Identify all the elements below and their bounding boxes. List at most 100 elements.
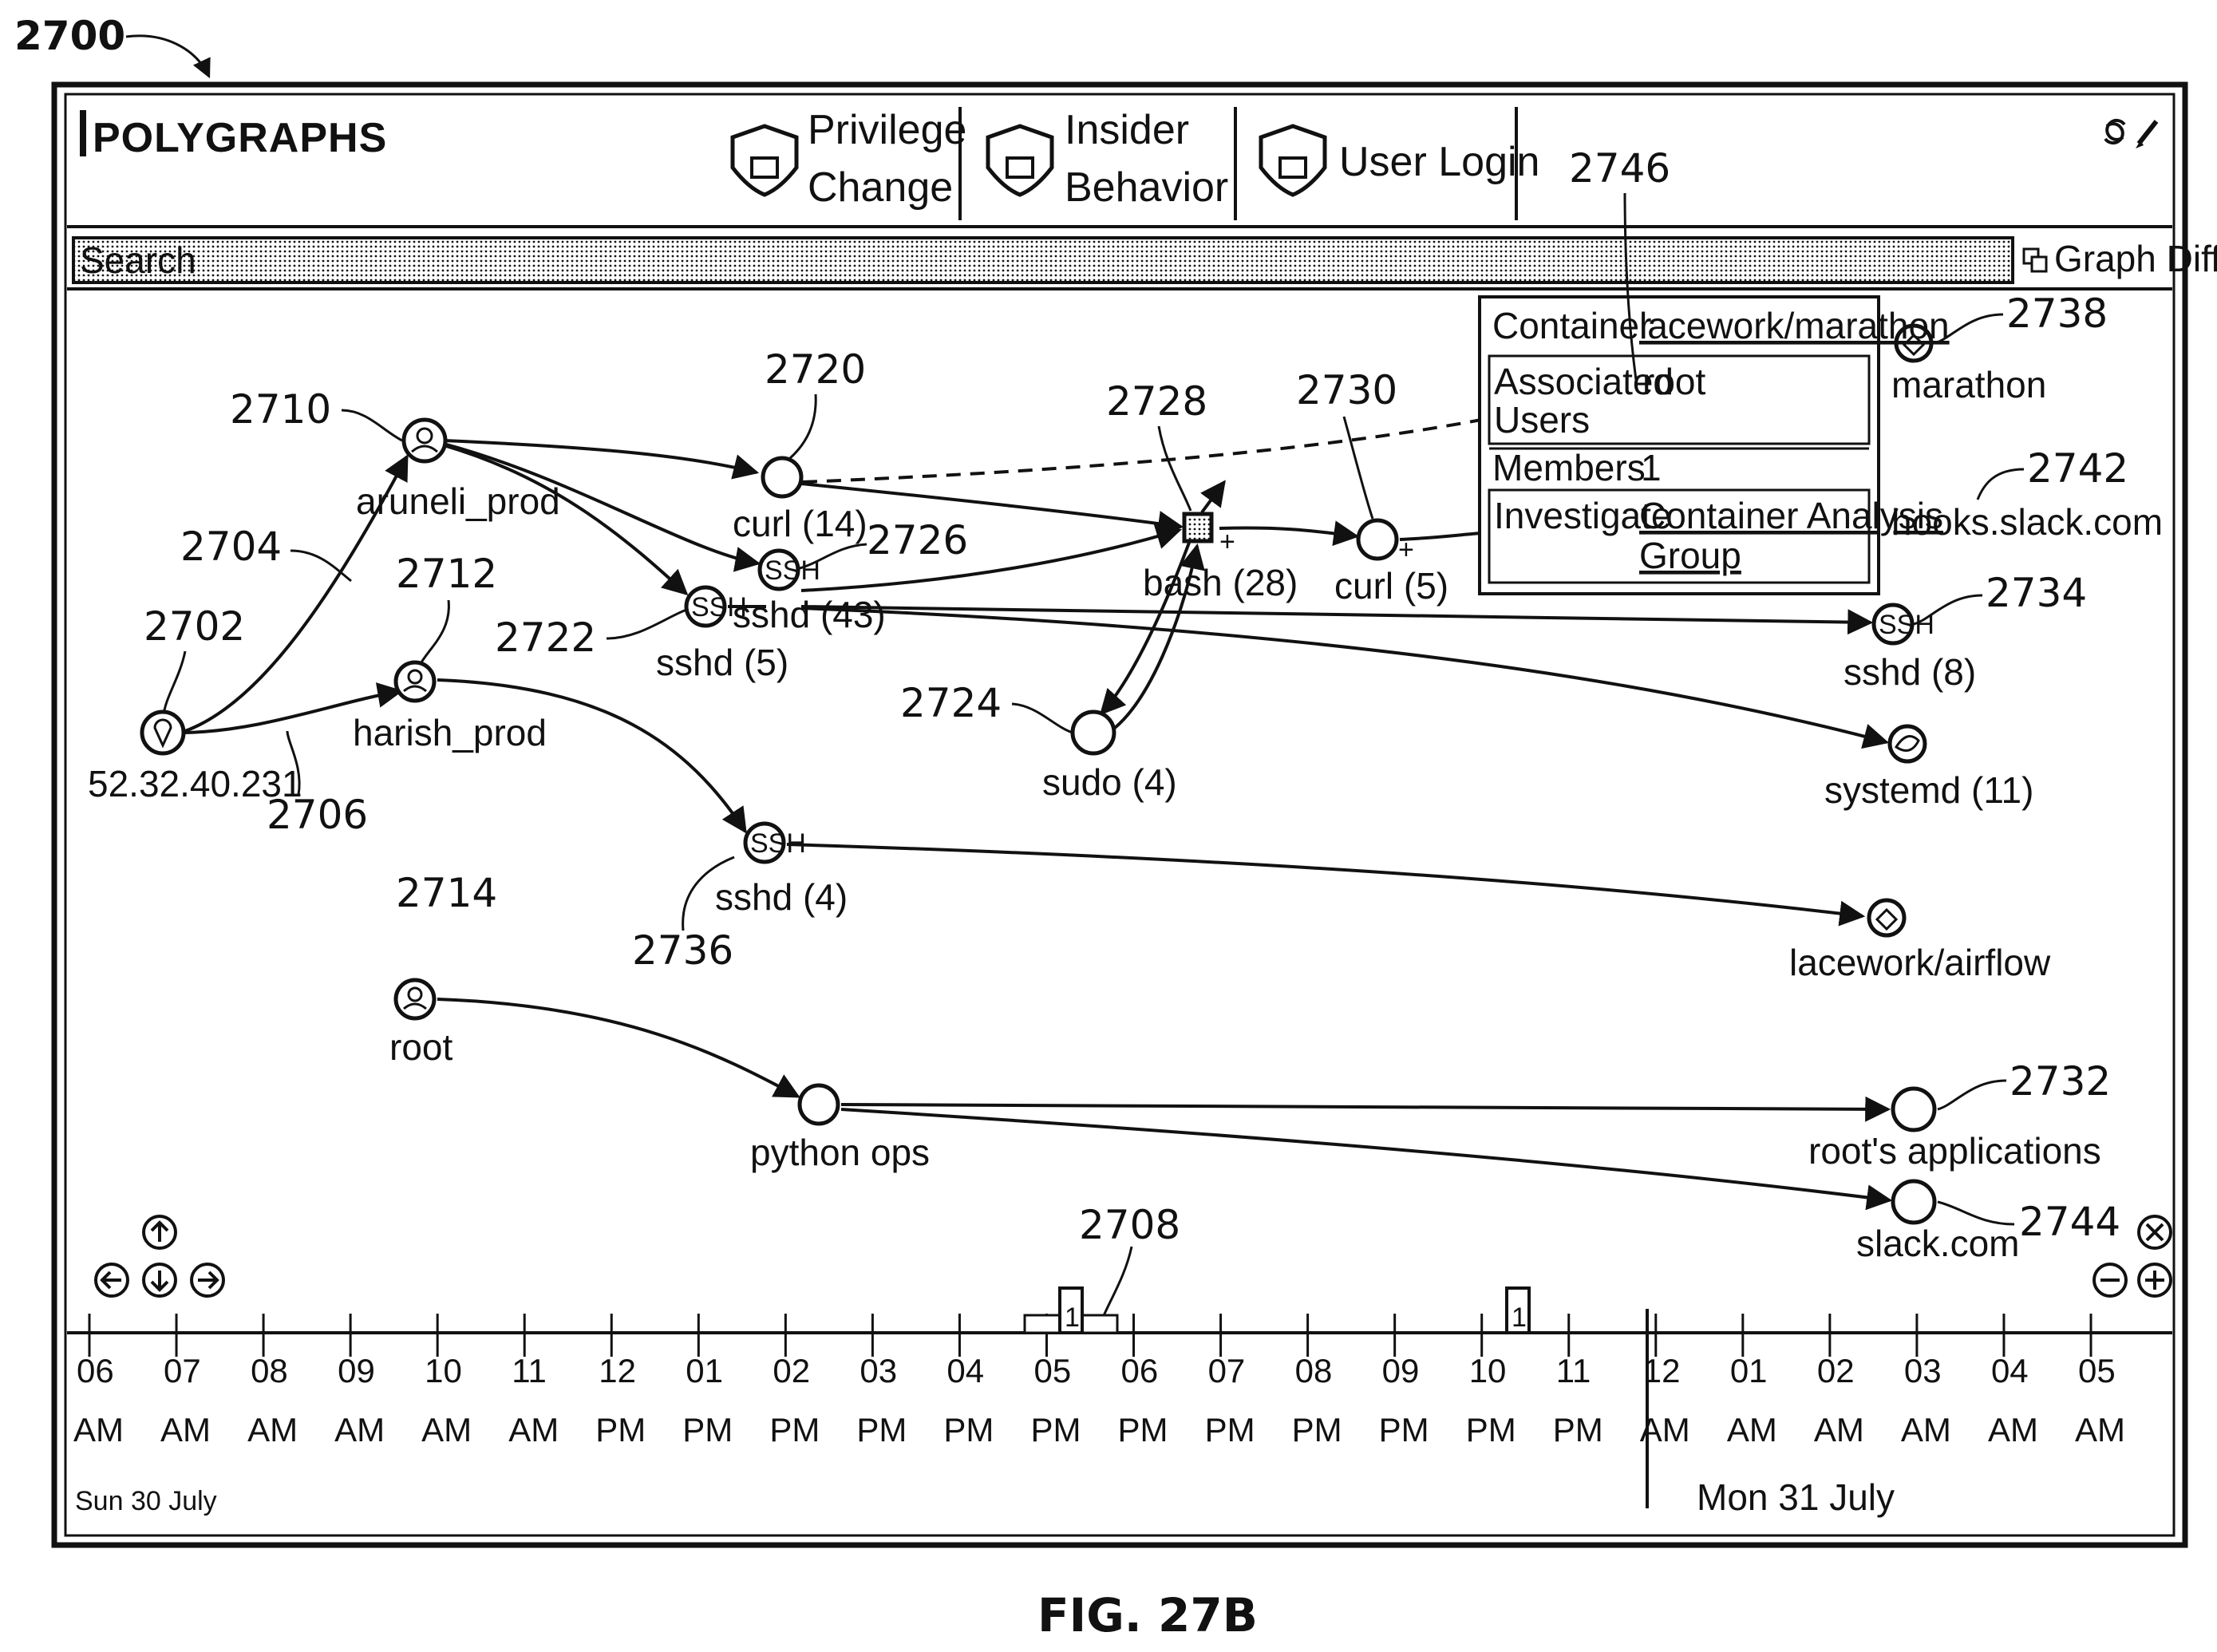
timeline-tick-hour: 04 (946, 1352, 984, 1389)
timeline-tick-ampm: PM (1118, 1411, 1168, 1448)
zoom-in-button[interactable] (2139, 1264, 2171, 1296)
popup-container-link[interactable]: lacework/marathon (1639, 305, 1950, 346)
timeline-day1: Sun 30 July (75, 1486, 217, 1516)
timeline-tick-ampm: PM (595, 1411, 646, 1448)
leader-2742 (1978, 469, 2024, 500)
node-curl-14-label: curl (14) (733, 503, 867, 544)
ref-2702: 2702 (144, 603, 245, 650)
shield-icon (1261, 126, 1325, 195)
graph-diff-label: Graph Diff (2054, 238, 2217, 279)
popup-assoc-label-2: Users (1494, 399, 1590, 441)
tab-user-login[interactable]: User Login (1261, 126, 1539, 195)
activity-bar-2-count: 1 (1512, 1302, 1527, 1333)
node-sshd-4-label: sshd (4) (715, 876, 848, 918)
terminal-icon (1184, 514, 1211, 541)
node-sshd-43-label: sshd (43) (733, 594, 886, 635)
node-root[interactable]: root (389, 980, 452, 1068)
ssh-text-icon: SSH (750, 828, 806, 859)
ref-2704: 2704 (180, 524, 282, 570)
ssh-text-icon: SSH (765, 555, 820, 586)
popup-investigate-link-2[interactable]: Group (1639, 535, 1741, 576)
pan-up-button[interactable] (144, 1216, 176, 1248)
node-bash-28-label: bash (28) (1143, 562, 1298, 603)
timeline-tick-ampm: PM (1466, 1411, 1516, 1448)
node-sshd-8[interactable]: SSH sshd (8) (1844, 605, 1976, 693)
popup-container-label: Container (1492, 305, 1651, 346)
node-harish-prod[interactable]: harish_prod (353, 662, 547, 753)
ref-2728: 2728 (1106, 378, 1207, 425)
app-title: POLYGRAPHS (93, 115, 387, 161)
leader-2722 (607, 610, 686, 638)
app-header: POLYGRAPHS Privilege Change Insider Beha… (80, 107, 2156, 220)
ref-2724: 2724 (900, 680, 1002, 726)
node-lacework-airflow-label: lacework/airflow (1789, 942, 2051, 983)
tab-insider-behavior-label-2: Behavior (1065, 164, 1228, 211)
ref-2708: 2708 (1079, 1202, 1180, 1248)
ssh-text-icon: SSH (1879, 610, 1934, 640)
node-root-label: root (389, 1026, 452, 1068)
python-icon (800, 1085, 838, 1124)
leader-2724 (1012, 704, 1073, 733)
ref-2730: 2730 (1296, 367, 1397, 413)
timeline-tick-ampm: AM (160, 1411, 211, 1448)
timeline-tick-hour: 02 (773, 1352, 810, 1389)
edit-icon[interactable] (2136, 121, 2156, 148)
zoom-out-button[interactable] (2094, 1264, 2126, 1296)
popup-assoc-value: root (1642, 361, 1705, 402)
pan-left-button[interactable] (96, 1264, 128, 1296)
process-icon (1358, 520, 1397, 559)
activity-bar-2[interactable]: 1 (1507, 1288, 1529, 1333)
process-icon (1073, 712, 1114, 753)
shield-icon (988, 126, 1052, 195)
node-curl-5[interactable]: + curl (5) (1334, 520, 1448, 607)
node-systemd-label: systemd (11) (1824, 769, 2033, 811)
node-sshd-4[interactable]: SSH sshd (4) (715, 824, 848, 918)
ref-2744: 2744 (2019, 1199, 2120, 1245)
node-sudo-4[interactable]: sudo (4) (1042, 712, 1177, 803)
timeline-tick-ampm: AM (1988, 1411, 2038, 1448)
timeline-tick-ampm: PM (1030, 1411, 1081, 1448)
leader-2708 (1100, 1247, 1132, 1325)
node-sshd-8-label: sshd (8) (1844, 651, 1976, 693)
timeline-tick-hour: 05 (1033, 1352, 1071, 1389)
timeline-tick-hour: 09 (338, 1352, 375, 1389)
activity-bar-1[interactable]: 1 (1025, 1288, 1117, 1333)
search-bar[interactable]: Search (73, 238, 2013, 283)
tab-privilege-change[interactable]: Privilege Change (733, 107, 966, 211)
leader-2730 (1344, 417, 1373, 519)
tab-insider-behavior[interactable]: Insider Behavior (988, 107, 1228, 211)
search-input[interactable] (73, 238, 2013, 283)
node-sudo-4-label: sudo (4) (1042, 761, 1177, 803)
leader-2732 (1938, 1081, 2006, 1109)
timeline[interactable]: 06AM07AM08AM09AM10AM11AM12PM01PM02PM03PM… (67, 1288, 2172, 1518)
edge-python-slack (841, 1109, 1890, 1200)
node-systemd[interactable]: systemd (11) (1824, 726, 2033, 811)
timeline-tick-ampm: PM (856, 1411, 907, 1448)
timeline-tick-ampm: AM (1901, 1411, 1951, 1448)
timeline-tick-ampm: PM (1553, 1411, 1603, 1448)
leader-2728 (1159, 426, 1191, 511)
timeline-tick-hour: 05 (2078, 1352, 2116, 1389)
fullscreen-button[interactable] (2139, 1216, 2171, 1248)
ref-2720: 2720 (765, 346, 866, 393)
timeline-tick-hour: 01 (686, 1352, 723, 1389)
shield-icon (733, 126, 796, 195)
bash-plus-icon: + (1219, 527, 1235, 557)
timeline-tick-ampm: PM (943, 1411, 994, 1448)
popup-investigate-link-1[interactable]: Container Analysis (1639, 495, 1943, 536)
timeline-tick-hour: 02 (1817, 1352, 1855, 1389)
container-info-popup: Container lacework/marathon Associated U… (1480, 297, 1950, 594)
tab-privilege-change-label-1: Privilege (808, 107, 966, 153)
curl-plus-icon: + (1398, 535, 1414, 565)
node-python-ops[interactable]: python ops (750, 1085, 930, 1173)
pan-right-button[interactable] (192, 1264, 223, 1296)
ref-2722: 2722 (495, 615, 596, 661)
leader-2744 (1938, 1202, 2014, 1224)
refresh-icon[interactable] (2105, 121, 2124, 143)
ref-2714: 2714 (396, 870, 497, 916)
graph-diff-button[interactable]: Graph Diff (2024, 238, 2217, 279)
leader-2712 (421, 600, 449, 662)
timeline-tick-hour: 01 (1730, 1352, 1768, 1389)
pan-down-button[interactable] (144, 1264, 176, 1296)
